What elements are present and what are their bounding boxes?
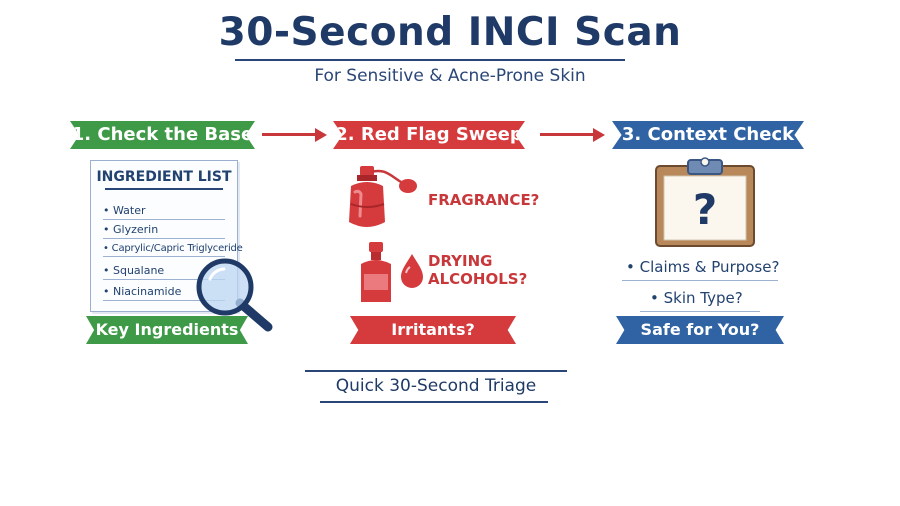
triage-caption: Quick 30-Second Triage bbox=[335, 376, 537, 396]
context-bullet: • Claims & Purpose? bbox=[626, 258, 780, 276]
arrow-1-to-2 bbox=[262, 127, 327, 143]
fragrance-flag-label: FRAGRANCE? bbox=[428, 191, 540, 209]
ingredient-item: • Squalane bbox=[103, 264, 225, 280]
irritants-banner: Irritants? bbox=[350, 316, 516, 344]
bullet-underline bbox=[622, 280, 778, 281]
arrow-right-icon bbox=[593, 128, 605, 142]
perfume-bottle-icon bbox=[349, 166, 417, 227]
sheet-title-underline bbox=[105, 188, 223, 190]
page-subtitle: For Sensitive & Acne-Prone Skin bbox=[314, 66, 586, 86]
title-underline bbox=[235, 59, 625, 61]
bullet-underline bbox=[640, 311, 760, 312]
page-title: 30-Second INCI Scan bbox=[218, 10, 682, 55]
ingredient-item: • Water bbox=[103, 204, 225, 220]
magnifying-glass-icon bbox=[196, 258, 273, 332]
caption-top-rule bbox=[305, 370, 567, 372]
arrow-shaft bbox=[540, 133, 594, 136]
drying-alcohols-label-line1: DRYING bbox=[428, 252, 493, 270]
ingredient-list-sheet: INGREDIENT LIST • Water • Glyzerin • Cap… bbox=[90, 160, 243, 312]
svg-text:?: ? bbox=[693, 185, 717, 234]
ingredient-item: • Glyzerin bbox=[103, 223, 225, 239]
context-bullet: • Skin Type? bbox=[650, 289, 743, 307]
safe-for-you-banner: Safe for You? bbox=[616, 316, 784, 344]
clipboard-question-icon: ? bbox=[655, 157, 755, 247]
arrow-right-icon bbox=[315, 128, 327, 142]
drying-alcohols-label-line2: ALCOHOLS? bbox=[428, 270, 528, 288]
caption-bottom-rule bbox=[320, 401, 548, 403]
ingredient-item: • Caprylic/Capric Triglyceride bbox=[103, 243, 243, 257]
key-ingredients-banner: Key Ingredients bbox=[86, 316, 248, 344]
alcohol-bottle-icon bbox=[361, 242, 423, 302]
ingredient-item: • Niacinamide bbox=[103, 285, 225, 301]
ingredient-list-title: INGREDIENT LIST bbox=[96, 169, 232, 185]
arrow-shaft bbox=[262, 133, 316, 136]
arrow-2-to-3 bbox=[540, 127, 605, 143]
step-1-banner: 1. Check the Base bbox=[70, 121, 255, 149]
step-3-banner: 3. Context Check bbox=[612, 121, 804, 149]
step-2-banner: 2. Red Flag Sweep bbox=[333, 121, 525, 149]
